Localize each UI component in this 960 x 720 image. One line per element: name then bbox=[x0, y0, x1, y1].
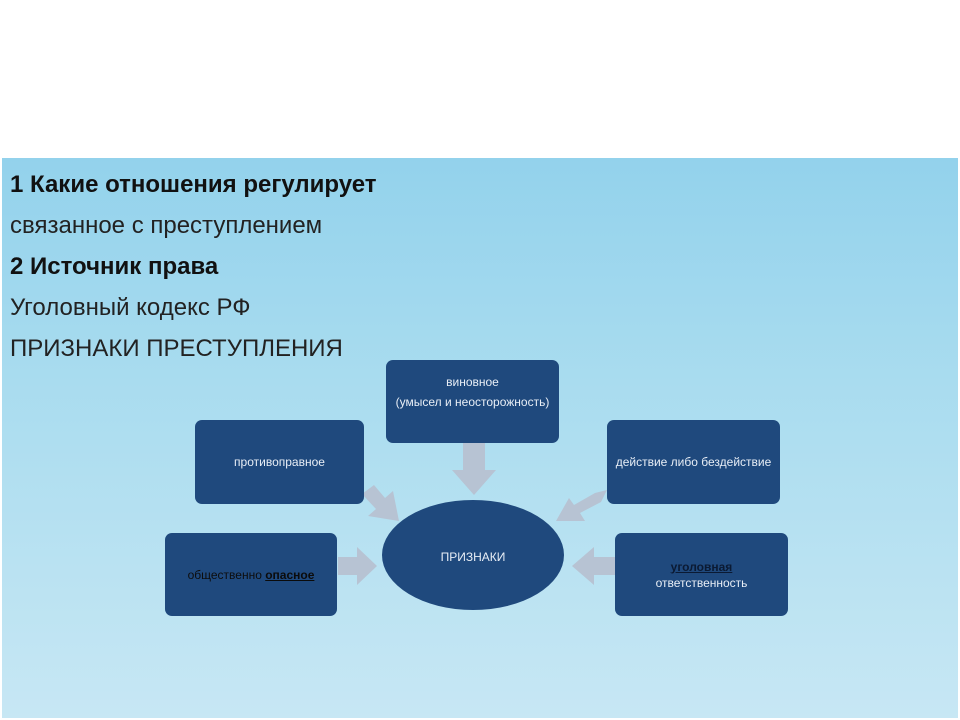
answer-1: связанное с преступлением bbox=[10, 212, 323, 239]
node-liability: уголовная ответственность bbox=[615, 533, 788, 616]
node-center: ПРИЗНАКИ bbox=[382, 500, 564, 610]
node-center-label: ПРИЗНАКИ bbox=[440, 550, 506, 564]
arrow-action bbox=[556, 490, 607, 521]
node-danger-emphasis: опасное bbox=[265, 567, 315, 582]
question-2: 2 Источник права bbox=[10, 253, 219, 280]
node-danger-label: общественно опасное bbox=[188, 567, 315, 583]
node-unlawful-label: противоправное bbox=[234, 455, 325, 469]
node-unlawful: противоправное bbox=[195, 420, 364, 504]
node-guilty: виновное (умысел и неосторожность) bbox=[386, 360, 559, 443]
node-action: действие либо бездействие bbox=[607, 420, 780, 504]
node-danger: общественно опасное bbox=[165, 533, 337, 616]
arrow-guilty bbox=[452, 443, 496, 495]
node-liability-suffix: ответственность bbox=[655, 575, 748, 590]
node-danger-prefix: общественно bbox=[187, 567, 266, 582]
arrow-liability bbox=[572, 547, 615, 585]
answer-2: Уголовный кодекс РФ bbox=[10, 294, 251, 321]
slide-text: 1 Какие отношения регулирует связанное с… bbox=[10, 164, 610, 369]
arrow-danger bbox=[338, 547, 377, 585]
node-liability-emphasis: уголовная bbox=[670, 559, 733, 574]
node-guilty-detail: (умысел и неосторожность) bbox=[395, 395, 550, 409]
section-heading: ПРИЗНАКИ ПРЕСТУПЛЕНИЯ bbox=[10, 335, 343, 362]
node-action-label: действие либо бездействие bbox=[615, 455, 772, 469]
question-1: 1 Какие отношения регулирует bbox=[10, 171, 377, 198]
arrow-unlawful bbox=[362, 485, 399, 521]
node-guilty-label: виновное bbox=[446, 375, 499, 389]
